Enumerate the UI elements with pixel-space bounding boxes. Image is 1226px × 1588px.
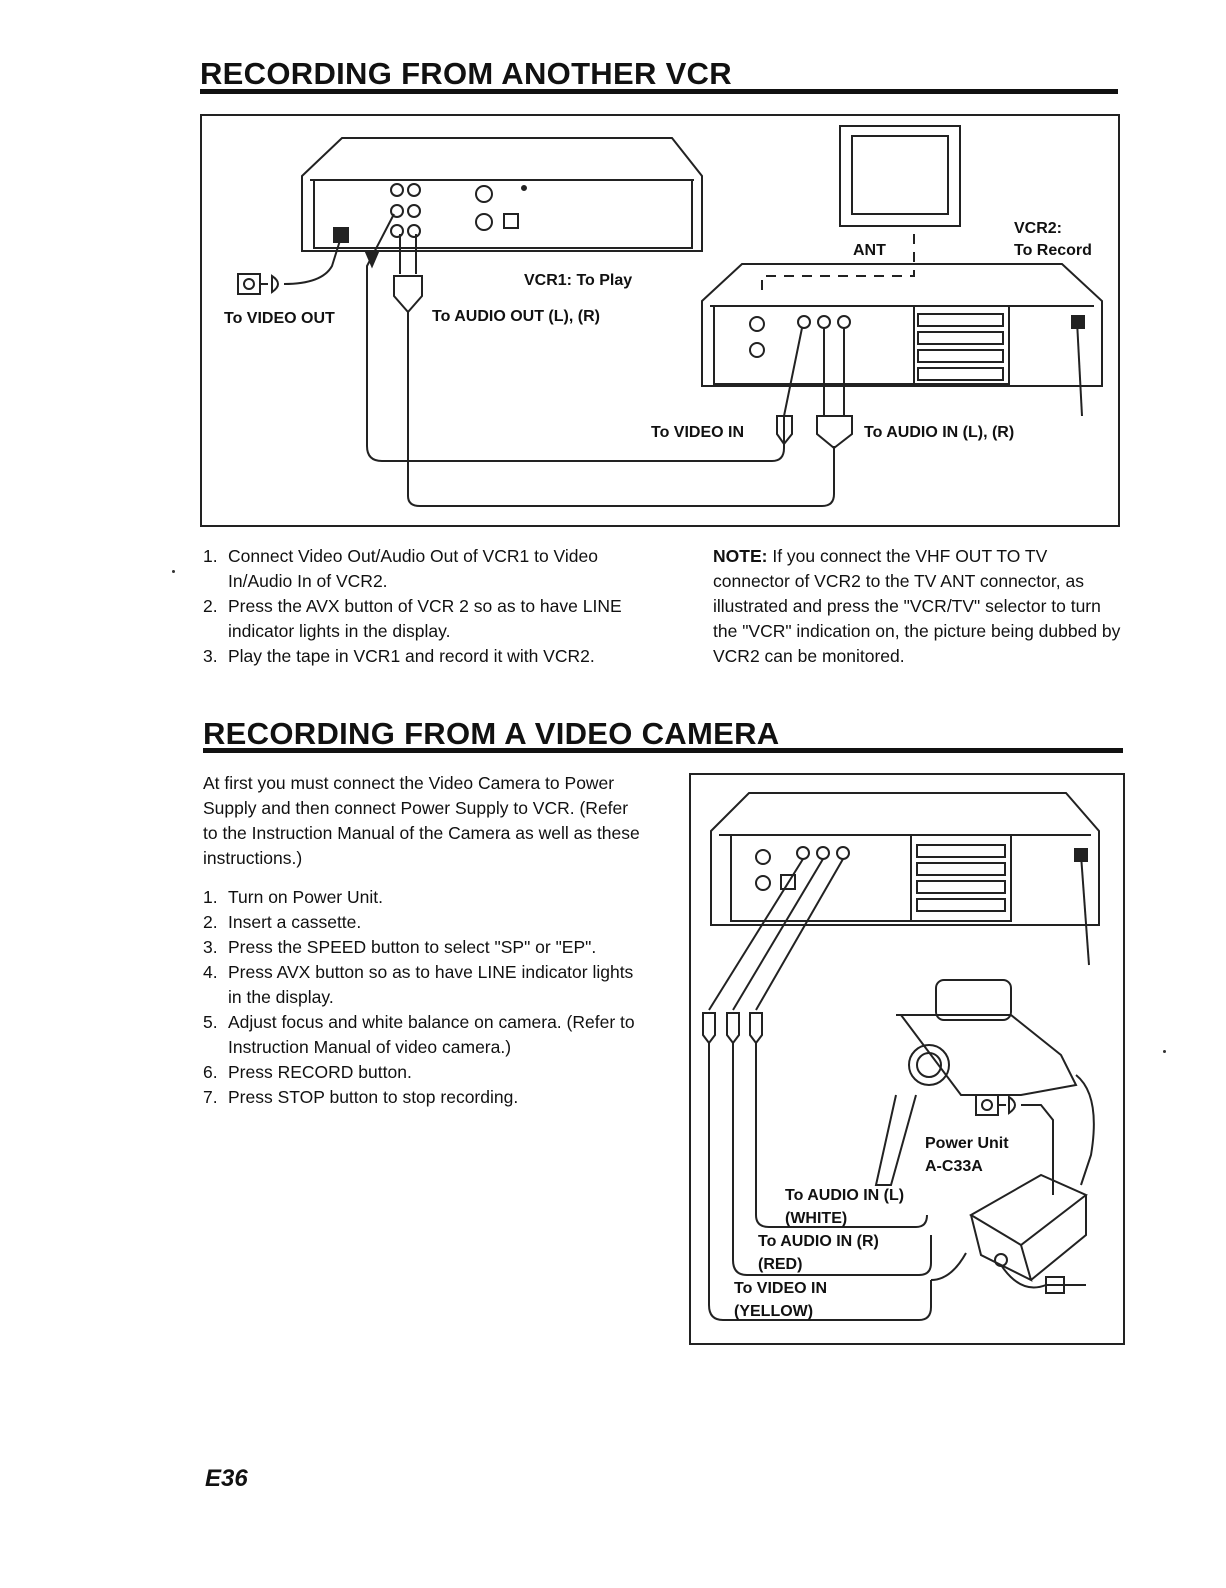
- print-speck: [172, 570, 175, 573]
- list-item: 6.Press RECORD button.: [203, 1062, 412, 1082]
- list-item: 3.Play the tape in VCR1 and record it wi…: [203, 646, 595, 666]
- label-power-model: A-C33A: [925, 1158, 983, 1175]
- label-audio-in-l: To AUDIO IN (L): [785, 1187, 905, 1204]
- label-yellow: (YELLOW): [734, 1303, 814, 1320]
- note-label: NOTE:: [713, 546, 768, 566]
- section-title-video-camera: RECORDING FROM A VIDEO CAMERA: [203, 716, 780, 751]
- list-item: 4.Press AVX button so as to have LINE in…: [203, 962, 634, 1007]
- list-item: 1.Connect Video Out/Audio Out of VCR1 to…: [203, 546, 599, 591]
- print-speck: [1163, 1050, 1166, 1053]
- vcr-to-vcr-diagram: VCR2: To Record ANT VCR1: To Play To VID…: [200, 114, 1120, 527]
- list-item: 1.Turn on Power Unit.: [203, 887, 383, 907]
- section-title-another-vcr: RECORDING FROM ANOTHER VCR: [200, 56, 732, 91]
- label-video-in: To VIDEO IN: [734, 1280, 828, 1297]
- list-item: 2.Insert a cassette.: [203, 912, 362, 932]
- page-number: E36: [205, 1465, 248, 1492]
- label-to-audio-out: To AUDIO OUT (L), (R): [432, 308, 600, 325]
- camera-diagram: Power Unit A-C33A To AUDIO IN (L) (WHITE…: [689, 773, 1125, 1345]
- list-item: 3.Press the SPEED button to select "SP" …: [203, 937, 597, 957]
- label-vcr1-play: VCR1: To Play: [524, 272, 633, 289]
- label-power-unit: Power Unit: [925, 1135, 1009, 1152]
- label-audio-in-r: To AUDIO IN (R): [758, 1233, 879, 1250]
- label-to-video-in: To VIDEO IN: [651, 424, 745, 441]
- list-item: 7.Press STOP button to stop recording.: [203, 1087, 519, 1107]
- section-rule: [200, 89, 1118, 94]
- camera-connection-illustration: [702, 792, 1100, 1321]
- list-item: 5.Adjust focus and white balance on came…: [203, 1012, 635, 1057]
- vcr-note: NOTE: If you connect the VHF OUT TO TV c…: [713, 544, 1123, 669]
- label-to-video-out: To VIDEO OUT: [224, 310, 335, 327]
- label-red: (RED): [758, 1256, 803, 1273]
- label-ant: ANT: [853, 242, 886, 259]
- list-item: 2.Press the AVX button of VCR 2 so as to…: [203, 596, 622, 641]
- vcr-connection-illustration: [237, 125, 1103, 507]
- vcr-steps-list: 1.Connect Video Out/Audio Out of VCR1 to…: [203, 544, 643, 669]
- label-vcr2: VCR2:: [1014, 220, 1063, 237]
- camera-intro: At first you must connect the Video Came…: [203, 773, 640, 868]
- label-white: (WHITE): [785, 1210, 848, 1227]
- label-to-record: To Record: [1014, 242, 1092, 259]
- section-rule: [203, 748, 1123, 753]
- label-to-audio-in: To AUDIO IN (L), (R): [864, 424, 1015, 441]
- camera-steps-list: 1.Turn on Power Unit. 2.Insert a cassett…: [203, 885, 643, 1110]
- note-text: If you connect the VHF OUT TO TV connect…: [713, 546, 1121, 666]
